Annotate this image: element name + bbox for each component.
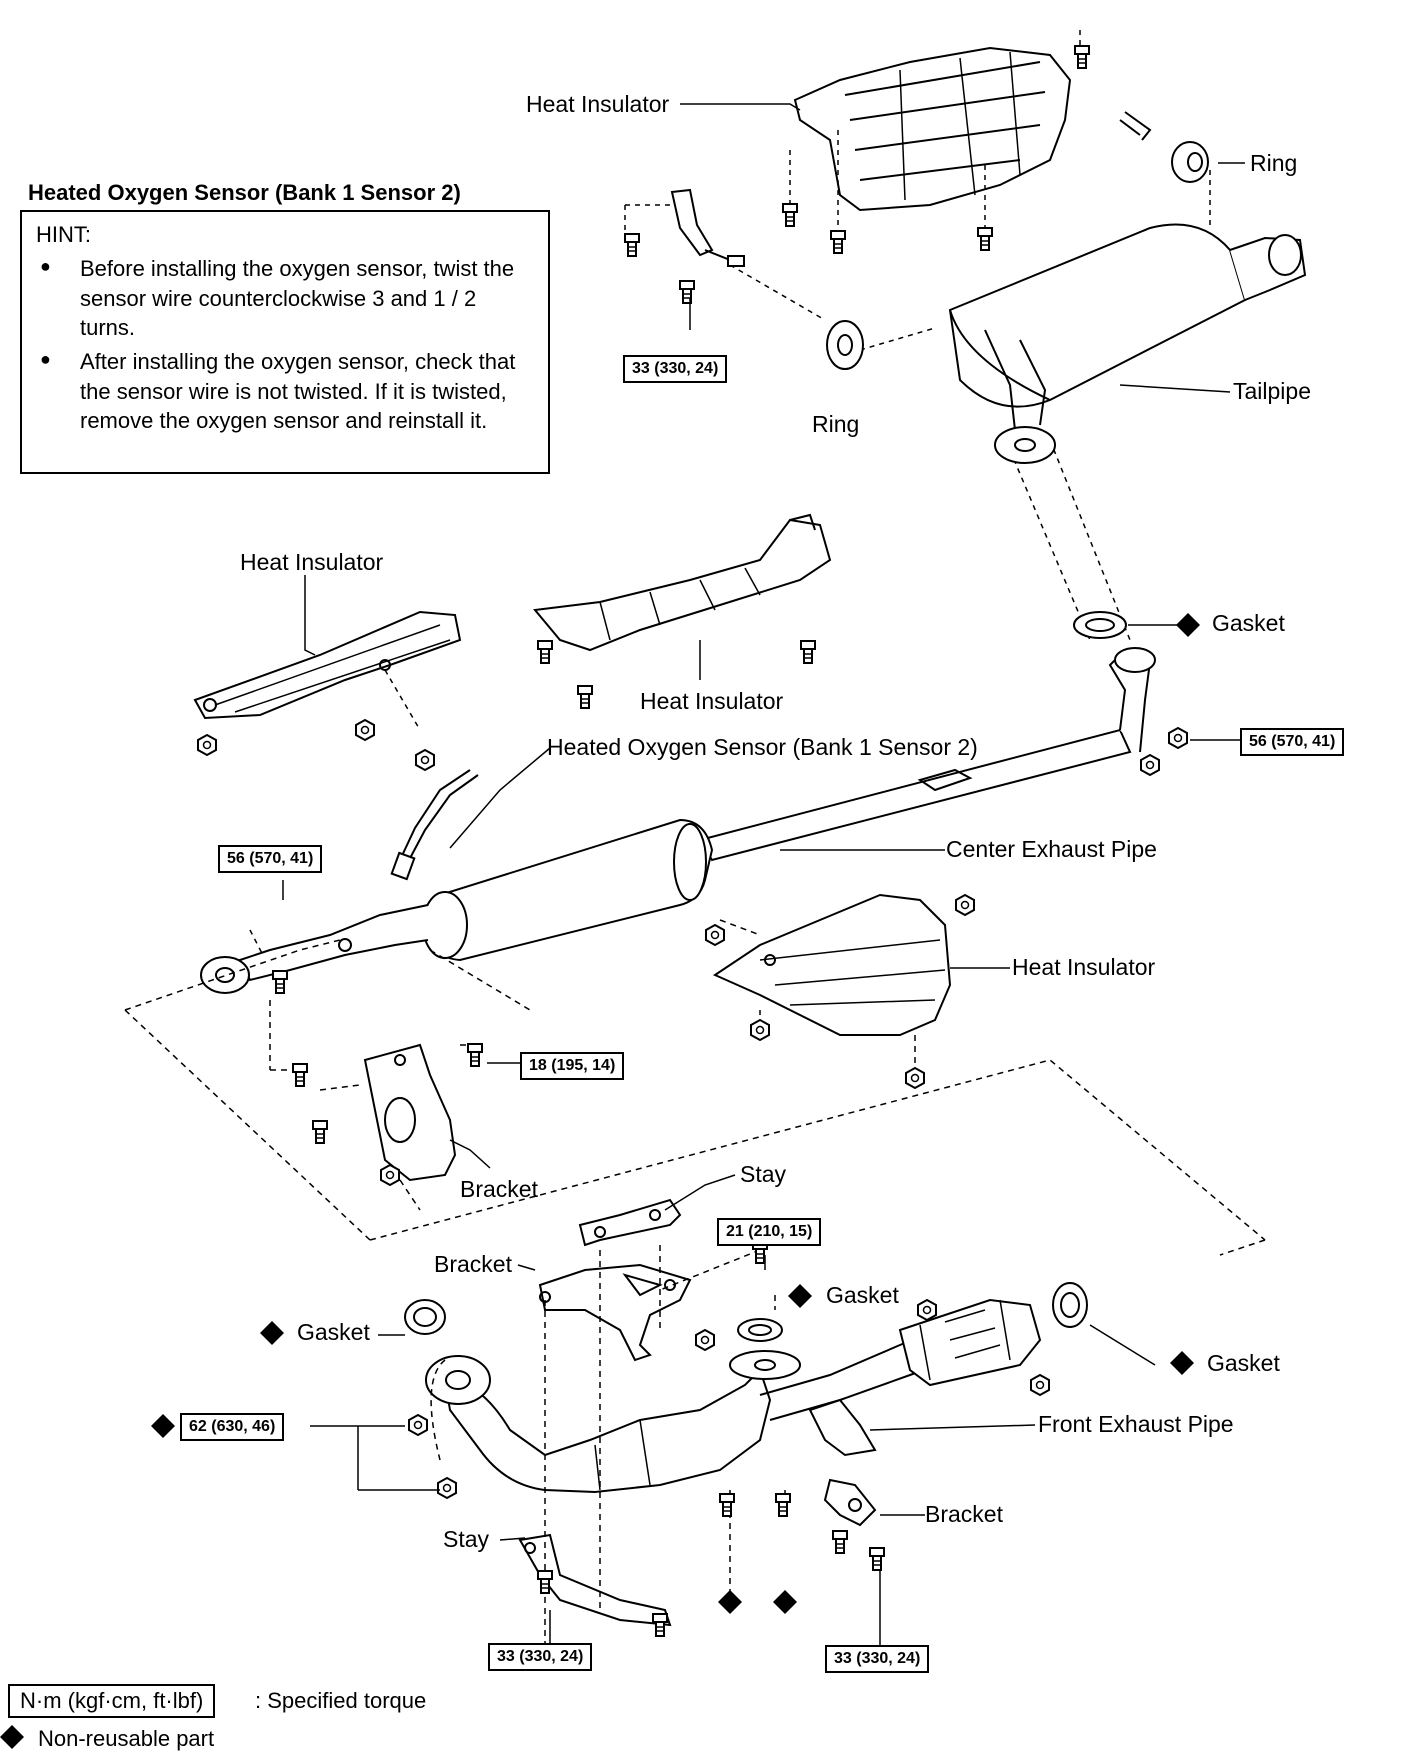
- label-tailpipe: Tailpipe: [1233, 378, 1311, 404]
- bracket-mid-part: [363, 1043, 457, 1182]
- nonreusable-diamond: [0, 1725, 24, 1749]
- nonreusable-diamond: [1176, 613, 1200, 637]
- nonreusable-diamond: [260, 1321, 284, 1345]
- label-bracket-lower: Bracket: [434, 1251, 512, 1277]
- torque-box: 33 (330, 24): [623, 355, 728, 383]
- gasket-right-part: [1052, 1282, 1088, 1328]
- gasket-left-part: [404, 1299, 446, 1335]
- tailpipe-part: [948, 223, 1307, 464]
- label-center-exhaust-pipe: Center Exhaust Pipe: [946, 836, 1157, 862]
- torque-box: 56 (570, 41): [218, 845, 323, 873]
- label-gasket-right: Gasket: [1207, 1350, 1280, 1376]
- stay-top-part: [578, 1198, 682, 1247]
- oxygen-sensor-bracket-top: [670, 188, 745, 267]
- label-gasket-left: Gasket: [297, 1319, 370, 1345]
- nonreusable-diamond: [773, 1590, 797, 1614]
- torque-box: 33 (330, 24): [825, 1645, 930, 1673]
- heat-insulator-right-part: [712, 893, 952, 1036]
- label-heat-insulator-right: Heat Insulator: [1012, 954, 1156, 980]
- nonreusable-diamond: [788, 1284, 812, 1308]
- gasket-upper-part: [1073, 611, 1127, 639]
- torque-box: 56 (570, 41): [1240, 728, 1345, 756]
- label-heat-insulator-left: Heat Insulator: [240, 549, 384, 575]
- hint-box: HINT: Before installing the oxygen senso…: [20, 210, 550, 474]
- label-stay-top: Stay: [740, 1161, 787, 1187]
- label-bracket-mid: Bracket: [460, 1176, 538, 1202]
- hint-item: After installing the oxygen sensor, chec…: [36, 347, 534, 436]
- legend-nonreusable-desc: Non-reusable part: [38, 1726, 215, 1751]
- torque-box: 62 (630, 46): [180, 1413, 285, 1441]
- ring-right-part: [1171, 141, 1209, 183]
- label-ring-center: Ring: [812, 411, 860, 437]
- torque-box: 33 (330, 24): [488, 1643, 593, 1671]
- hint-title: Heated Oxygen Sensor (Bank 1 Sensor 2): [28, 180, 461, 205]
- nonreusable-diamond: [718, 1590, 742, 1614]
- heat-insulator-mid-part: [533, 513, 832, 652]
- center-exhaust-pipe-part: [200, 647, 1156, 994]
- heat-insulator-top-part: [793, 46, 1072, 212]
- bracket-lower-part: [538, 1263, 692, 1362]
- label-front-exhaust-pipe: Front Exhaust Pipe: [1038, 1411, 1234, 1437]
- hint-heading: HINT:: [36, 222, 91, 247]
- gasket-mid-part: [737, 1318, 783, 1342]
- label-heat-insulator-mid: Heat Insulator: [640, 688, 784, 714]
- legend-torque-desc: : Specified torque: [255, 1688, 427, 1713]
- label-heat-insulator-top: Heat Insulator: [526, 91, 670, 117]
- bracket-right-part: [823, 1478, 877, 1527]
- label-gasket-upper: Gasket: [1212, 610, 1285, 636]
- front-exhaust-pipe-part: [425, 1298, 1042, 1494]
- torque-box: 21 (210, 15): [717, 1218, 822, 1246]
- hint-item: Before installing the oxygen sensor, twi…: [36, 254, 534, 343]
- label-gasket-mid: Gasket: [826, 1282, 899, 1308]
- label-stay-bottom: Stay: [443, 1526, 490, 1552]
- heat-insulator-left-part: [193, 610, 462, 720]
- nonreusable-diamond: [151, 1414, 175, 1438]
- legend-torque-unit: N·m (kgf·cm, ft·lbf): [8, 1684, 216, 1719]
- label-bracket-right: Bracket: [925, 1501, 1003, 1527]
- ring-center-part: [826, 320, 864, 370]
- torque-box: 18 (195, 14): [520, 1052, 625, 1080]
- label-ring-right: Ring: [1250, 150, 1298, 176]
- label-oxygen-sensor: Heated Oxygen Sensor (Bank 1 Sensor 2): [547, 734, 978, 760]
- nonreusable-diamond: [1170, 1351, 1194, 1375]
